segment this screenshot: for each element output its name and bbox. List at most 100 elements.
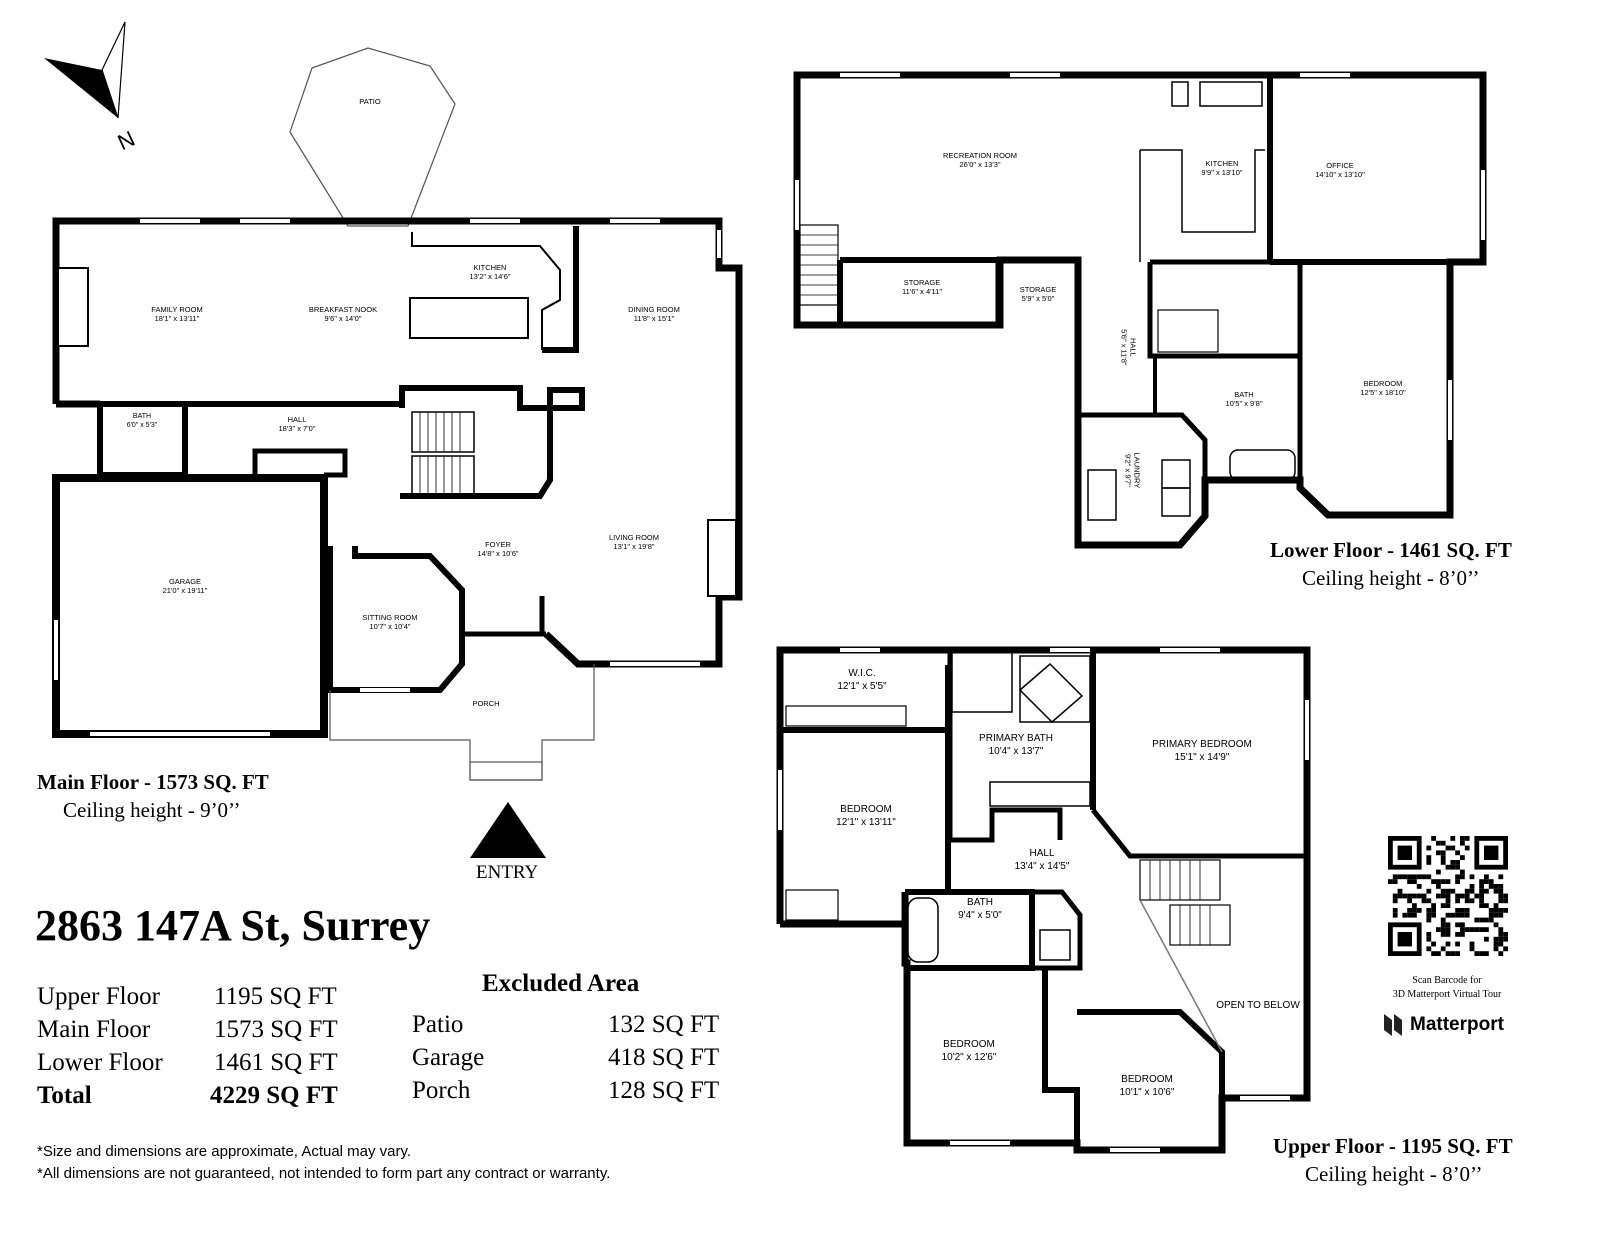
room-dimensions: 18'1" x 13'11" (154, 313, 200, 323)
room-name: PRIMARY BATH (979, 733, 1053, 744)
area-label: Upper Floor (37, 983, 160, 1010)
entry-arrow-icon (470, 802, 546, 858)
room-name: KITCHEN (473, 262, 507, 272)
room-name: PATIO (359, 96, 381, 106)
area-total-label: Total (37, 1082, 92, 1109)
room-name: OPEN TO BELOW (1216, 1000, 1300, 1011)
room-name: HALL (1029, 848, 1055, 859)
room-dimensions: 13'2" x 14'6" (469, 271, 511, 281)
room-dimensions: 9'4" x 5'0" (958, 909, 1002, 921)
upper-floor-ceiling: Ceiling height - 8’0’’ (1305, 1162, 1483, 1186)
room-name: PORCH (472, 698, 500, 708)
room-dimensions: 13'4" x 14'5" (1014, 860, 1070, 872)
area-total-value: 4229 SQ FT (210, 1082, 338, 1109)
room-name: BEDROOM (840, 804, 892, 815)
excluded-value: 128 SQ FT (608, 1077, 720, 1104)
excluded-area-title: Excluded Area (482, 970, 640, 997)
lower-floor-plan (793, 71, 1487, 549)
entry-label: ENTRY (476, 862, 539, 883)
lower-floor-ceiling: Ceiling height - 8’0’’ (1302, 566, 1480, 590)
area-value: 1461 SQ FT (214, 1049, 338, 1076)
room-name: RECREATION ROOM (942, 150, 1018, 160)
disclaimer-note: *All dimensions are not guaranteed, not … (37, 1165, 611, 1182)
qr-caption: Scan Barcode for (1412, 975, 1482, 986)
excluded-value: 132 SQ FT (608, 1011, 720, 1038)
room-label: PATIO (290, 97, 450, 106)
room-dimensions: 14'10" x 13'10" (1315, 169, 1365, 179)
qr-code (1388, 836, 1508, 956)
brand-name: Matterport (1410, 1014, 1504, 1035)
excluded-value: 418 SQ FT (608, 1044, 720, 1071)
room-name: GARAGE (168, 576, 202, 586)
room-label: PORCH (406, 699, 566, 708)
area-value: 1573 SQ FT (214, 1016, 338, 1043)
room-dimensions: 9'2" x 9'7" (1123, 453, 1132, 487)
compass-label: N (114, 126, 139, 155)
room-label: OPEN TO BELOW (1178, 1000, 1338, 1013)
excluded-label: Patio (412, 1011, 464, 1038)
room-dimensions: 10'2" x 12'6" (941, 1051, 997, 1063)
room-dimensions: 12'5" x 18'10" (1360, 387, 1406, 397)
qr-caption: 3D Matterport Virtual Tour (1392, 989, 1502, 1000)
room-dimensions: 10'5" x 9'8" (1225, 398, 1263, 408)
fireplace (707, 519, 737, 597)
property-address: 2863 147A St, Surrey (35, 901, 431, 950)
room-name: STORAGE (903, 277, 941, 287)
room-name: BEDROOM (943, 1039, 995, 1050)
room-dimensions: 11'6" x 4'11" (901, 286, 943, 296)
room-dimensions: 12'1" x 5'5" (837, 680, 887, 692)
upper-floor-title: Upper Floor - 1195 SQ. FT (1273, 1134, 1513, 1158)
room-dimensions: 11'8" x 15'1" (633, 313, 675, 323)
room-name: BATH (132, 413, 152, 420)
room-name: BREAKFAST NOOK (308, 304, 378, 314)
room-name: SITTING ROOM (362, 612, 418, 622)
room-name: HALL (287, 414, 307, 424)
room-name: LAUNDRY (1132, 452, 1142, 488)
room-dimensions: 10'4" x 13'7" (988, 745, 1044, 757)
fireplace (57, 267, 89, 347)
kitchen-island (409, 297, 529, 339)
room-name: OFFICE (1326, 160, 1354, 170)
room-name: BEDROOM (1121, 1074, 1173, 1085)
excluded-label: Garage (412, 1044, 485, 1071)
room-dimensions: 12'1" x 13'11" (836, 816, 896, 828)
porch-outline (329, 664, 595, 781)
room-dimensions: 14'8" x 10'6" (477, 548, 519, 558)
upper-floor-plan (776, 646, 1311, 1154)
room-dimensions: 26'0" x 13'3" (959, 159, 1001, 169)
room-dimensions: 15'1" x 14'9" (1174, 751, 1230, 763)
room-name: LIVING ROOM (608, 532, 659, 542)
room-name: FAMILY ROOM (151, 304, 203, 314)
main-floor-ceiling: Ceiling height - 9’0’’ (63, 798, 241, 822)
patio-outline (289, 47, 456, 227)
room-dimensions: 10'7" x 10'4" (369, 621, 411, 631)
room-dimensions: 13'1" x 19'8" (613, 541, 655, 551)
disclaimer-note: *Size and dimensions are approximate, Ac… (37, 1143, 412, 1160)
matterport-logo-icon (1384, 1014, 1402, 1036)
area-label: Main Floor (37, 1016, 151, 1043)
room-name: KITCHEN (1205, 158, 1239, 168)
main-outer-wall (52, 217, 743, 668)
room-dimensions: 6'0" x 5'3" (126, 421, 158, 429)
garage-walls (52, 474, 328, 738)
lower-floor-title: Lower Floor - 1461 SQ. FT (1270, 538, 1512, 562)
room-name: FOYER (485, 539, 511, 549)
room-name: BATH (967, 897, 993, 908)
